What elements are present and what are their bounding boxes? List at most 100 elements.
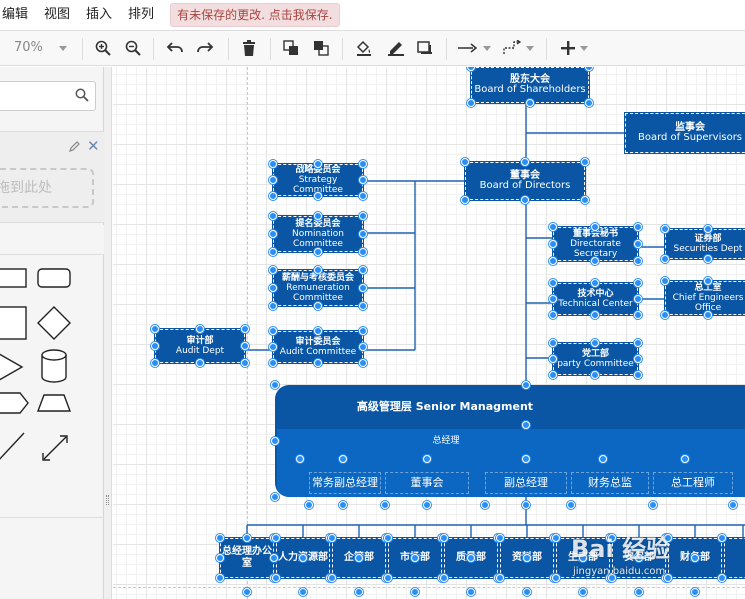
resize-handle[interactable] (691, 554, 699, 562)
resize-handle[interactable] (467, 554, 475, 562)
resize-handle[interactable] (241, 342, 249, 350)
resize-handle[interactable] (151, 342, 159, 350)
resize-handle[interactable] (691, 588, 699, 596)
resize-handle[interactable] (271, 493, 279, 501)
resize-handle[interactable] (359, 212, 367, 220)
shadow-button[interactable] (414, 31, 436, 65)
resize-handle[interactable] (634, 223, 642, 231)
resize-handle[interactable] (269, 302, 277, 310)
resize-handle[interactable] (359, 192, 367, 200)
resize-handle[interactable] (664, 574, 672, 582)
resize-handle[interactable] (549, 295, 557, 303)
node-directors[interactable]: 董事会 Board of Directors (464, 161, 586, 201)
resize-handle[interactable] (271, 381, 279, 389)
sidebar-splitter[interactable] (104, 67, 112, 599)
resize-handle[interactable] (241, 325, 249, 333)
resize-handle[interactable] (634, 295, 642, 303)
resize-handle[interactable] (314, 192, 322, 200)
resize-handle[interactable] (359, 266, 367, 274)
resize-handle[interactable] (634, 257, 642, 265)
resize-handle[interactable] (151, 325, 159, 333)
resize-handle[interactable] (269, 248, 277, 256)
diagram-canvas[interactable]: 股东大会 Board of Shareholders 监事会 Board of … (113, 67, 745, 599)
resize-handle[interactable] (272, 574, 280, 582)
resize-handle[interactable] (216, 534, 224, 542)
resize-handle[interactable] (314, 248, 322, 256)
redo-button[interactable] (194, 31, 216, 65)
mgmt-item-vp[interactable]: 副总经理 (485, 472, 567, 494)
resize-handle[interactable] (634, 279, 642, 287)
resize-handle[interactable] (523, 554, 531, 562)
resize-handle[interactable] (359, 160, 367, 168)
resize-handle[interactable] (296, 455, 304, 463)
resize-handle[interactable] (270, 554, 278, 562)
resize-handle[interactable] (359, 284, 367, 292)
node-senior-management[interactable]: 高级管理层 Senior Managment 总经理 (275, 385, 745, 497)
resize-handle[interactable] (549, 371, 557, 379)
node-directorate-secretary[interactable]: 董事会秘书 Directorate Secretary (552, 226, 639, 262)
close-icon[interactable]: ✕ (87, 137, 100, 155)
menu-view[interactable]: 视图 (44, 7, 71, 22)
resize-handle[interactable] (299, 588, 307, 596)
shape-triangle[interactable] (0, 351, 24, 383)
resize-handle[interactable] (411, 554, 419, 562)
mgmt-item-executive-vp[interactable]: 常务副总经理 (309, 472, 381, 494)
resize-handle[interactable] (549, 257, 557, 265)
node-audit-committee[interactable]: 审计委员会 Audit Committee (272, 330, 364, 364)
resize-handle[interactable] (272, 534, 280, 542)
resize-handle[interactable] (704, 255, 712, 263)
management-group[interactable]: 总经理 (277, 429, 745, 497)
scratchpad-drop-zone[interactable]: 拖到此处 (0, 168, 94, 208)
resize-handle[interactable] (585, 99, 593, 107)
shape-square[interactable] (0, 306, 27, 340)
resize-handle[interactable] (328, 574, 336, 582)
resize-handle[interactable] (216, 554, 224, 562)
resize-handle[interactable] (314, 266, 322, 274)
resize-handle[interactable] (664, 534, 672, 542)
resize-handle[interactable] (549, 339, 557, 347)
resize-handle[interactable] (269, 176, 277, 184)
shape-hexagon[interactable] (0, 392, 29, 414)
shape-bidirectional-arrow[interactable] (42, 435, 68, 461)
resize-handle[interactable] (608, 534, 616, 542)
node-chief-engineers-office[interactable]: 总工室 Chief Engineers Office (664, 280, 745, 316)
resize-handle[interactable] (151, 359, 159, 367)
resize-handle[interactable] (381, 501, 389, 509)
resize-handle[interactable] (359, 176, 367, 184)
resize-handle[interactable] (522, 501, 530, 509)
resize-handle[interactable] (243, 588, 251, 596)
resize-handle[interactable] (440, 534, 448, 542)
resize-handle[interactable] (729, 501, 737, 509)
zoom-select[interactable]: 70% (14, 38, 72, 58)
sidebar-section-header[interactable] (0, 225, 104, 255)
resize-handle[interactable] (496, 534, 504, 542)
resize-handle[interactable] (549, 223, 557, 231)
resize-handle[interactable] (269, 343, 277, 351)
resize-handle[interactable] (359, 302, 367, 310)
fill-color-button[interactable] (352, 31, 376, 65)
mgmt-item-board[interactable]: 董事会 (385, 472, 469, 494)
resize-handle[interactable] (269, 359, 277, 367)
resize-handle[interactable] (339, 455, 347, 463)
resize-handle[interactable] (552, 534, 560, 542)
resize-handle[interactable] (196, 325, 204, 333)
resize-handle[interactable] (649, 501, 657, 509)
resize-handle[interactable] (522, 421, 530, 429)
shape-line[interactable] (0, 432, 25, 463)
resize-handle[interactable] (496, 574, 504, 582)
resize-handle[interactable] (355, 588, 363, 596)
resize-handle[interactable] (384, 534, 392, 542)
resize-handle[interactable] (359, 327, 367, 335)
unsaved-changes-notice[interactable]: 有未保存的更改. 点击我保存. (170, 3, 340, 27)
resize-handle[interactable] (305, 501, 313, 509)
dept-gm-office[interactable]: 总经理办公室 (219, 537, 275, 579)
resize-handle[interactable] (467, 99, 475, 107)
insert-button[interactable] (556, 31, 592, 65)
resize-handle[interactable] (591, 339, 599, 347)
dept-partial[interactable]: 工 (723, 537, 745, 579)
resize-handle[interactable] (526, 99, 534, 107)
resize-handle[interactable] (634, 311, 642, 319)
resize-handle[interactable] (423, 501, 431, 509)
resize-handle[interactable] (599, 455, 607, 463)
resize-handle[interactable] (704, 225, 712, 233)
